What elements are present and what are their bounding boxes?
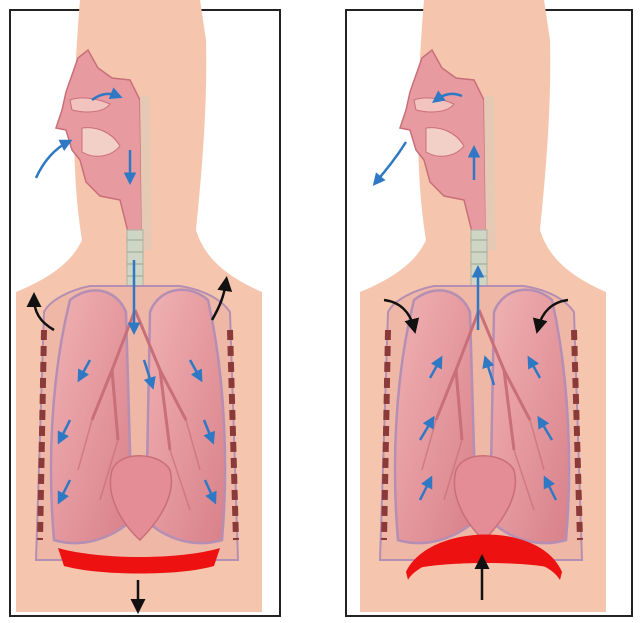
panel-exhalation — [346, 0, 632, 616]
panel-inhalation — [10, 0, 280, 616]
